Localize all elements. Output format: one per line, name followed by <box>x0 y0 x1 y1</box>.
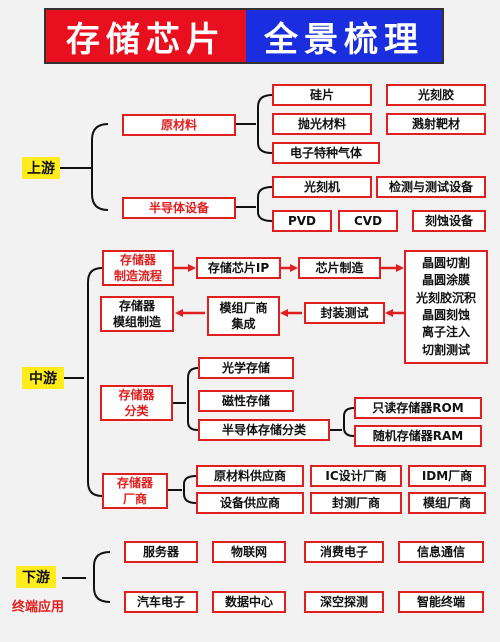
title-right: 全景梳理 <box>246 10 442 62</box>
semiconductor-brace <box>330 407 355 437</box>
equipment-node: 半导体设备 <box>122 197 236 219</box>
process-node: 存储器 制造流程 <box>102 250 174 286</box>
optical-storage-node: 光学存储 <box>198 357 294 379</box>
semiconductor-storage-node: 半导体存储分类 <box>198 419 330 441</box>
item-photoresist: 光刻胶 <box>386 84 486 106</box>
vendor-module: 模组厂商 <box>408 492 486 514</box>
raw-materials-brace <box>236 94 273 154</box>
app-data-center: 数据中心 <box>212 591 286 613</box>
vendor-equipment: 设备供应商 <box>196 492 304 514</box>
module-manufacture-node: 存储器 模组制造 <box>100 296 174 332</box>
item-cvd: CVD <box>338 210 398 232</box>
wafer-steps-node: 晶圆切割 晶圆涂膜 光刻胶沉积 晶圆刻蚀 离子注入 切割测试 <box>404 250 488 364</box>
item-lithography-machine: 光刻机 <box>272 176 372 198</box>
app-consumer-electronics: 消费电子 <box>304 541 384 563</box>
equipment-brace <box>236 186 273 222</box>
downstream-label: 下游 <box>16 566 56 588</box>
item-silicon-wafer: 硅片 <box>272 84 372 106</box>
app-smart-terminal: 智能终端 <box>398 591 484 613</box>
upstream-label: 上游 <box>22 157 60 179</box>
vendors-node: 存储器 厂商 <box>102 473 168 509</box>
midstream-brace <box>64 267 103 497</box>
app-auto-electronics: 汽车电子 <box>124 591 198 613</box>
item-special-gas: 电子特种气体 <box>272 142 380 164</box>
module-oem-node: 模组厂商 集成 <box>207 296 280 336</box>
app-iot: 物联网 <box>212 541 286 563</box>
vendor-idm: IDM厂商 <box>408 465 486 487</box>
chip-manufacture-node: 芯片制造 <box>298 257 381 279</box>
magnetic-storage-node: 磁性存储 <box>198 390 294 412</box>
rom-node: 只读存储器ROM <box>354 397 482 419</box>
vendor-packaging-test: 封测厂商 <box>310 492 402 514</box>
app-deep-space: 深空探测 <box>304 591 384 613</box>
item-sputtering-target: 溅射靶材 <box>386 113 486 135</box>
vendors-brace <box>168 475 197 504</box>
classification-node: 存储器 分类 <box>100 385 173 421</box>
midstream-label: 中游 <box>22 367 64 389</box>
app-server: 服务器 <box>124 541 198 563</box>
raw-materials-node: 原材料 <box>122 114 236 136</box>
ram-node: 随机存储器RAM <box>354 425 482 447</box>
item-test-equipment: 检测与测试设备 <box>376 176 486 198</box>
vendor-ic-design: IC设计厂商 <box>310 465 402 487</box>
downstream-sublabel: 终端应用 <box>12 600 65 615</box>
packaging-test-node: 封装测试 <box>304 302 385 324</box>
item-pvd: PVD <box>272 210 332 232</box>
chip-ip-node: 存储芯片IP <box>196 257 281 279</box>
app-telecom: 信息通信 <box>398 541 484 563</box>
downstream-brace <box>62 551 111 603</box>
classification-brace <box>173 367 199 431</box>
title-left: 存储芯片 <box>46 10 246 62</box>
item-etching-equipment: 刻蚀设备 <box>412 210 486 232</box>
upstream-brace <box>60 123 109 211</box>
vendor-raw-materials: 原材料供应商 <box>196 465 304 487</box>
item-polishing-material: 抛光材料 <box>272 113 372 135</box>
